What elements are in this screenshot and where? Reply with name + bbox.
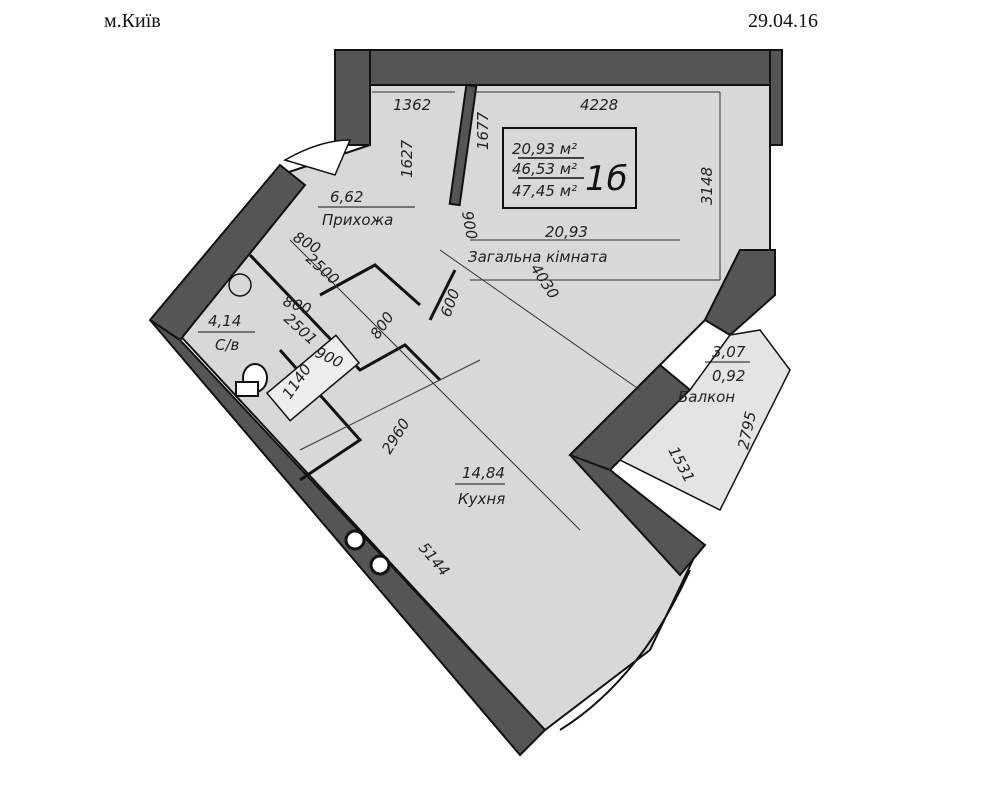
dimension-lines [289,91,721,531]
total-area-text: 46,53 м² [512,160,577,178]
dim-900: 900 [458,210,481,241]
bathroom-area: 4,14 [208,312,241,330]
dim-3148: 3148 [698,167,716,205]
bathtub-icon [265,334,361,422]
balcony [618,329,791,512]
dim-1677: 1677 [474,111,492,150]
apartment-label: 1б [585,159,628,199]
balcony-name: Балкон [678,388,735,406]
bathroom-name: С/в [215,336,240,354]
stove-icon [344,529,391,576]
area-box [502,127,637,209]
kitchen-name: Кухня [458,490,505,508]
living-room-area: 20,93 [545,223,588,241]
entrance-door [283,139,352,176]
kitchen-area: 14,84 [462,464,505,482]
date-label: 29.04.16 [748,10,818,32]
dim-1362: 1362 [393,96,431,114]
balcony-area: 3,07 [712,343,746,361]
sink-icon [228,273,252,297]
hallway-area: 6,62 [330,188,363,206]
city-label: м.Київ [104,10,161,32]
total-area-balcony-text: 47,45 м² [512,182,577,200]
living-room-name: Загальна кімната [468,248,608,266]
hallway-name: Прихожа [322,211,393,229]
toilet-icon [235,363,268,397]
dim-1627: 1627 [398,139,416,178]
window [559,569,691,731]
dim-4228: 4228 [580,96,618,114]
living-area-text: 20,93 м² [512,140,577,158]
balcony-coef-area: 0,92 [712,367,745,385]
